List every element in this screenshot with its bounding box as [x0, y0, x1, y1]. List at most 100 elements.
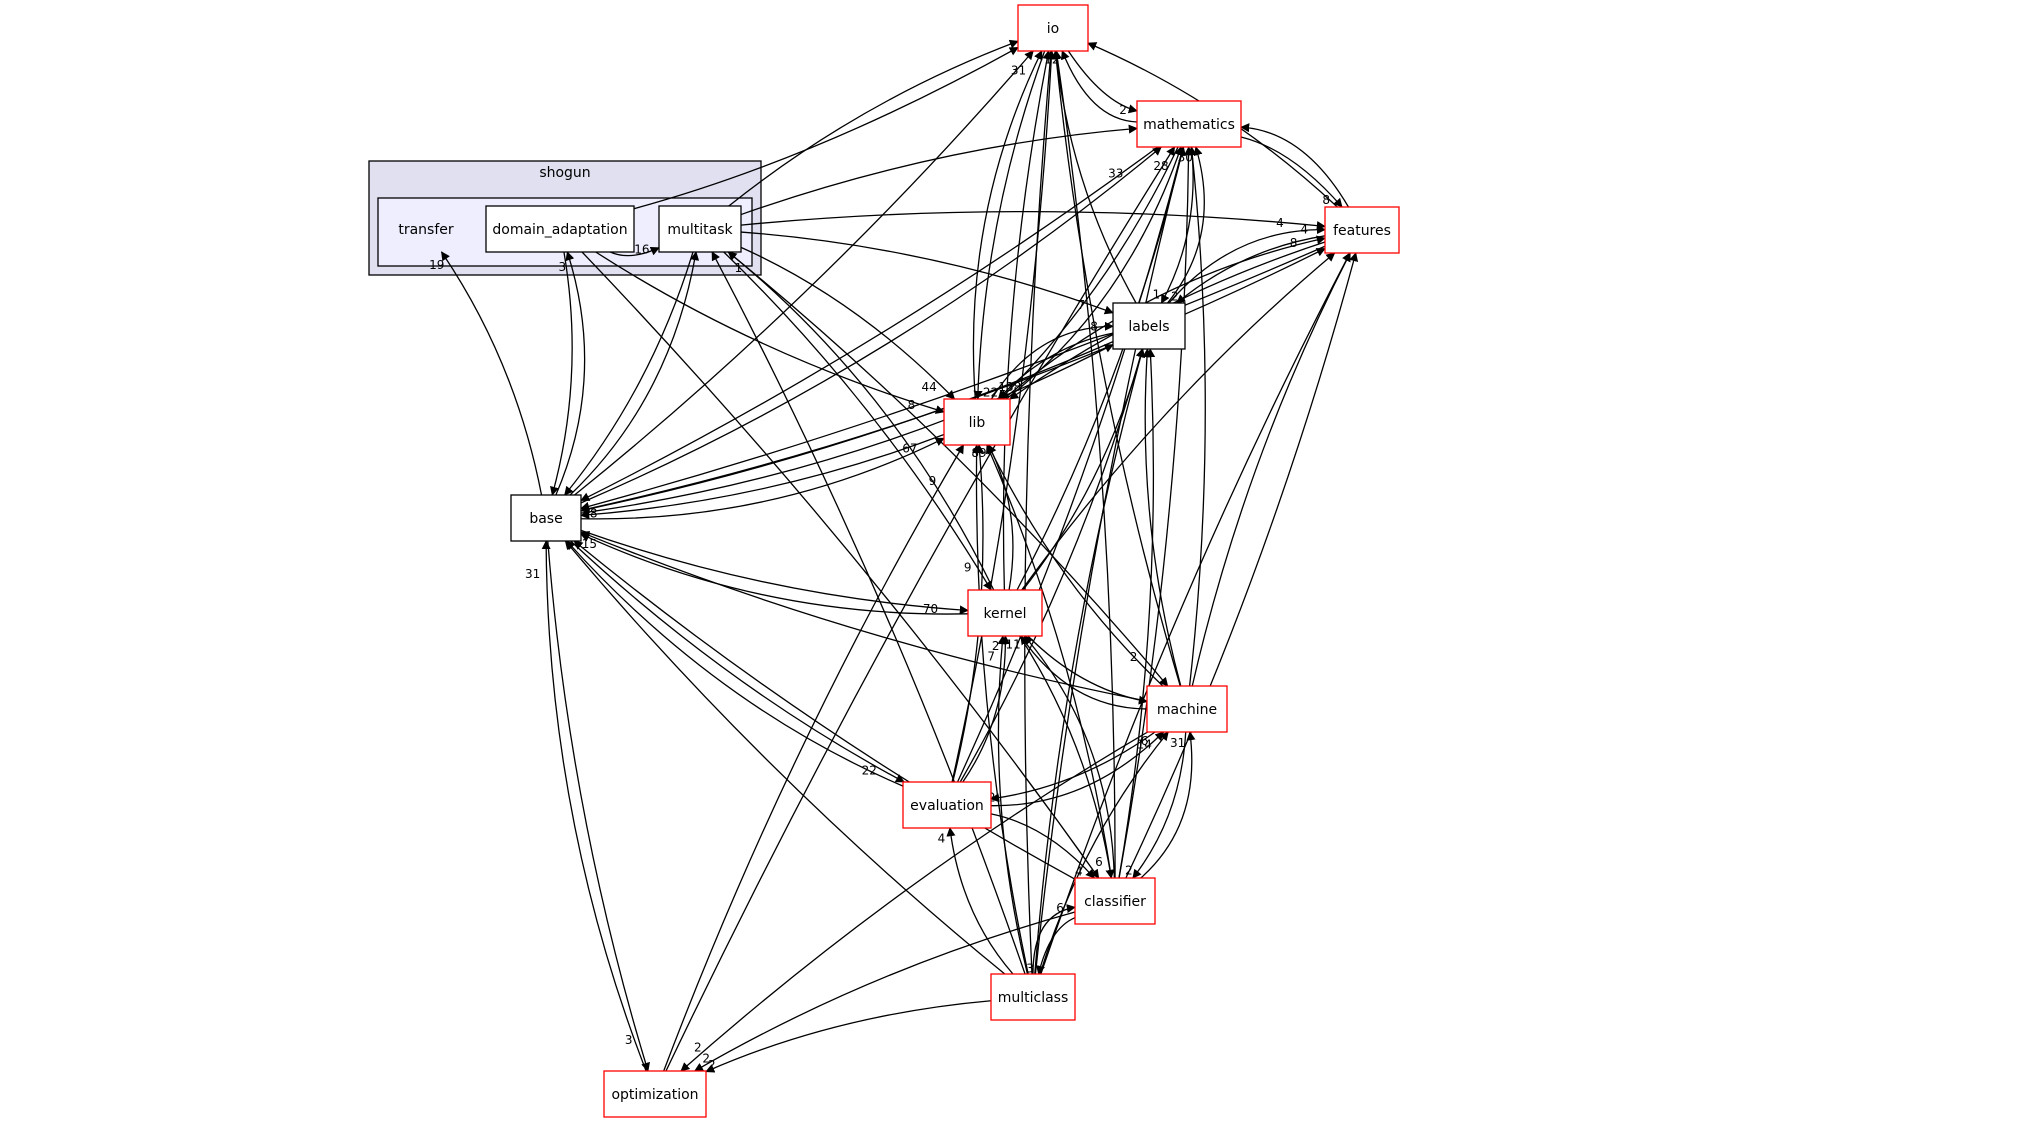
node-box-machine[interactable] — [1146, 685, 1228, 733]
edge-lib-to-labels — [990, 321, 1114, 400]
edge-lib-to-mathematics — [1005, 146, 1183, 400]
node-label-evaluation: evaluation — [910, 798, 984, 814]
edge-classifier-to-base — [573, 540, 1076, 880]
edge-multitask-to-mathematics — [740, 124, 1138, 216]
edge-label-base-to-kernel: 70 — [923, 602, 938, 616]
node-label-multitask: multitask — [667, 222, 733, 238]
edge-label-domain_adaptation-to-lib: 8 — [908, 398, 916, 412]
edge-classifier-to-kernel — [1023, 635, 1116, 879]
node-box-base[interactable] — [510, 494, 582, 542]
node-box-mathematics[interactable] — [1136, 100, 1242, 148]
cluster-label: shogun — [539, 165, 590, 181]
edge-label-evaluation-to-kernel: 2 — [992, 639, 1000, 653]
node-label-multiclass: multiclass — [998, 990, 1069, 1006]
edge-label-lib-to-base: 48 — [582, 507, 597, 521]
edge-kernel-to-lib — [987, 444, 1014, 591]
node-lib[interactable]: lib — [943, 398, 1011, 446]
node-features[interactable]: features — [1324, 206, 1400, 254]
edge-evaluation-to-mathematics — [956, 146, 1186, 783]
edge-io-to-lib — [973, 50, 1046, 400]
edge-label-lib-to-io: 31 — [1011, 64, 1026, 78]
node-label-features: features — [1333, 223, 1391, 239]
node-labels[interactable]: labels — [1112, 302, 1186, 350]
node-io[interactable]: io — [1017, 4, 1089, 52]
edge-evaluation-to-io — [951, 50, 1056, 783]
edge-label-multiclass-to-evaluation: 4 — [938, 831, 946, 845]
node-multitask[interactable]: multitask — [658, 205, 742, 253]
edge-classifier-to-labels — [1118, 348, 1156, 879]
edge-label-machine-to-kernel: 11 — [1006, 638, 1021, 652]
node-box-kernel[interactable] — [967, 589, 1043, 637]
edge-machine-to-classifier — [1132, 731, 1187, 879]
edge-machine-to-kernel — [1020, 635, 1148, 710]
edge-label-base-to-domain_adaptation: 3 — [558, 260, 566, 274]
node-classifier[interactable]: classifier — [1074, 877, 1156, 925]
node-box-io[interactable] — [1017, 4, 1089, 52]
node-box-labels[interactable] — [1112, 302, 1186, 350]
node-box-domain-adaptation[interactable] — [485, 205, 635, 253]
edge-label-labels-to-features: 4 — [1300, 223, 1308, 237]
edge-base-to-kernel — [580, 529, 969, 615]
edge-kernel-to-classifier — [1019, 635, 1115, 879]
edge-multiclass-to-multitask — [711, 251, 1026, 975]
edge-label-machine-to-optimization: 2 — [694, 1041, 702, 1055]
edge-multiclass-to-features — [1040, 252, 1351, 975]
node-label-io: io — [1047, 21, 1059, 37]
edge-base-to-optimization — [547, 540, 650, 1072]
edge-label-multitask-to-features: 4 — [1276, 216, 1284, 230]
node-box-lib[interactable] — [943, 398, 1011, 446]
edge-label-kernel-to-multitask: 1 — [735, 261, 743, 275]
edge-label-base-to-mathematics: 33 — [1108, 166, 1123, 180]
edge-classifier-to-io — [1053, 50, 1116, 879]
node-label-mathematics: mathematics — [1143, 117, 1235, 133]
edge-multiclass-to-base — [564, 540, 1006, 975]
edge-label-classifier-to-machine: 31 — [1170, 736, 1185, 750]
node-base[interactable]: base — [510, 494, 582, 542]
node-transfer[interactable]: transfer — [398, 222, 454, 238]
edge-multiclass-to-io — [1024, 50, 1055, 975]
edge-label-evaluation-to-classifier: 4 — [1075, 865, 1083, 879]
edge-label-base-to-transfer: 19 — [429, 258, 444, 272]
edge-evaluation-to-classifier — [990, 813, 1095, 879]
node-machine[interactable]: machine — [1146, 685, 1228, 733]
edge-mathematics-to-lib — [999, 146, 1179, 400]
node-box-evaluation[interactable] — [902, 781, 992, 829]
edge-label-multitask-to-lib: 44 — [921, 380, 936, 394]
edge-multiclass-to-optimization — [705, 1000, 992, 1073]
edge-multiclass-to-classifier — [1032, 904, 1076, 975]
edge-label-machine-to-evaluation: 2 — [988, 790, 996, 804]
node-label-machine: machine — [1157, 702, 1217, 718]
edge-io-to-mathematics — [1067, 50, 1138, 114]
node-label-lib: lib — [969, 415, 986, 431]
edge-label-evaluation-to-machine: 6 — [1141, 734, 1149, 748]
edge-evaluation-to-machine — [990, 731, 1165, 807]
edge-kernel-to-labels — [1022, 348, 1145, 591]
node-multiclass[interactable]: multiclass — [990, 973, 1076, 1021]
edge-label-base-to-lib: 67 — [902, 441, 917, 455]
edge-evaluation-to-kernel — [962, 635, 1011, 783]
node-box-optimization[interactable] — [603, 1070, 707, 1118]
edge-label-domain_adaptation-to-multitask: 16 — [634, 242, 649, 256]
node-box-classifier[interactable] — [1074, 877, 1156, 925]
node-evaluation[interactable]: evaluation — [902, 781, 992, 829]
edge-multiclass-to-lib — [972, 444, 1029, 975]
node-kernel[interactable]: kernel — [967, 589, 1043, 637]
edge-base-to-transfer — [441, 251, 543, 496]
node-box-multiclass[interactable] — [990, 973, 1076, 1021]
edge-base-to-multitask — [569, 251, 700, 496]
node-mathematics[interactable]: mathematics — [1136, 100, 1242, 148]
node-optimization[interactable]: optimization — [603, 1070, 707, 1118]
node-box-multitask[interactable] — [658, 205, 742, 253]
edge-label-multiclass-to-optimization: 2 — [708, 1058, 716, 1072]
edge-domain_adaptation-to-multitask — [610, 247, 660, 257]
edge-kernel-to-features — [1021, 252, 1336, 591]
edge-domain_adaptation-to-io — [633, 46, 1019, 210]
edge-multitask-to-features — [740, 210, 1326, 231]
edge-classifier-to-features — [1125, 252, 1359, 879]
edge-domain_adaptation-to-lib — [595, 251, 945, 414]
node-box-features[interactable] — [1324, 206, 1400, 254]
node-label-labels: labels — [1128, 319, 1169, 335]
node-domain-adaptation[interactable]: domain_adaptation — [485, 205, 635, 253]
edge-kernel-to-machine — [1027, 635, 1148, 705]
